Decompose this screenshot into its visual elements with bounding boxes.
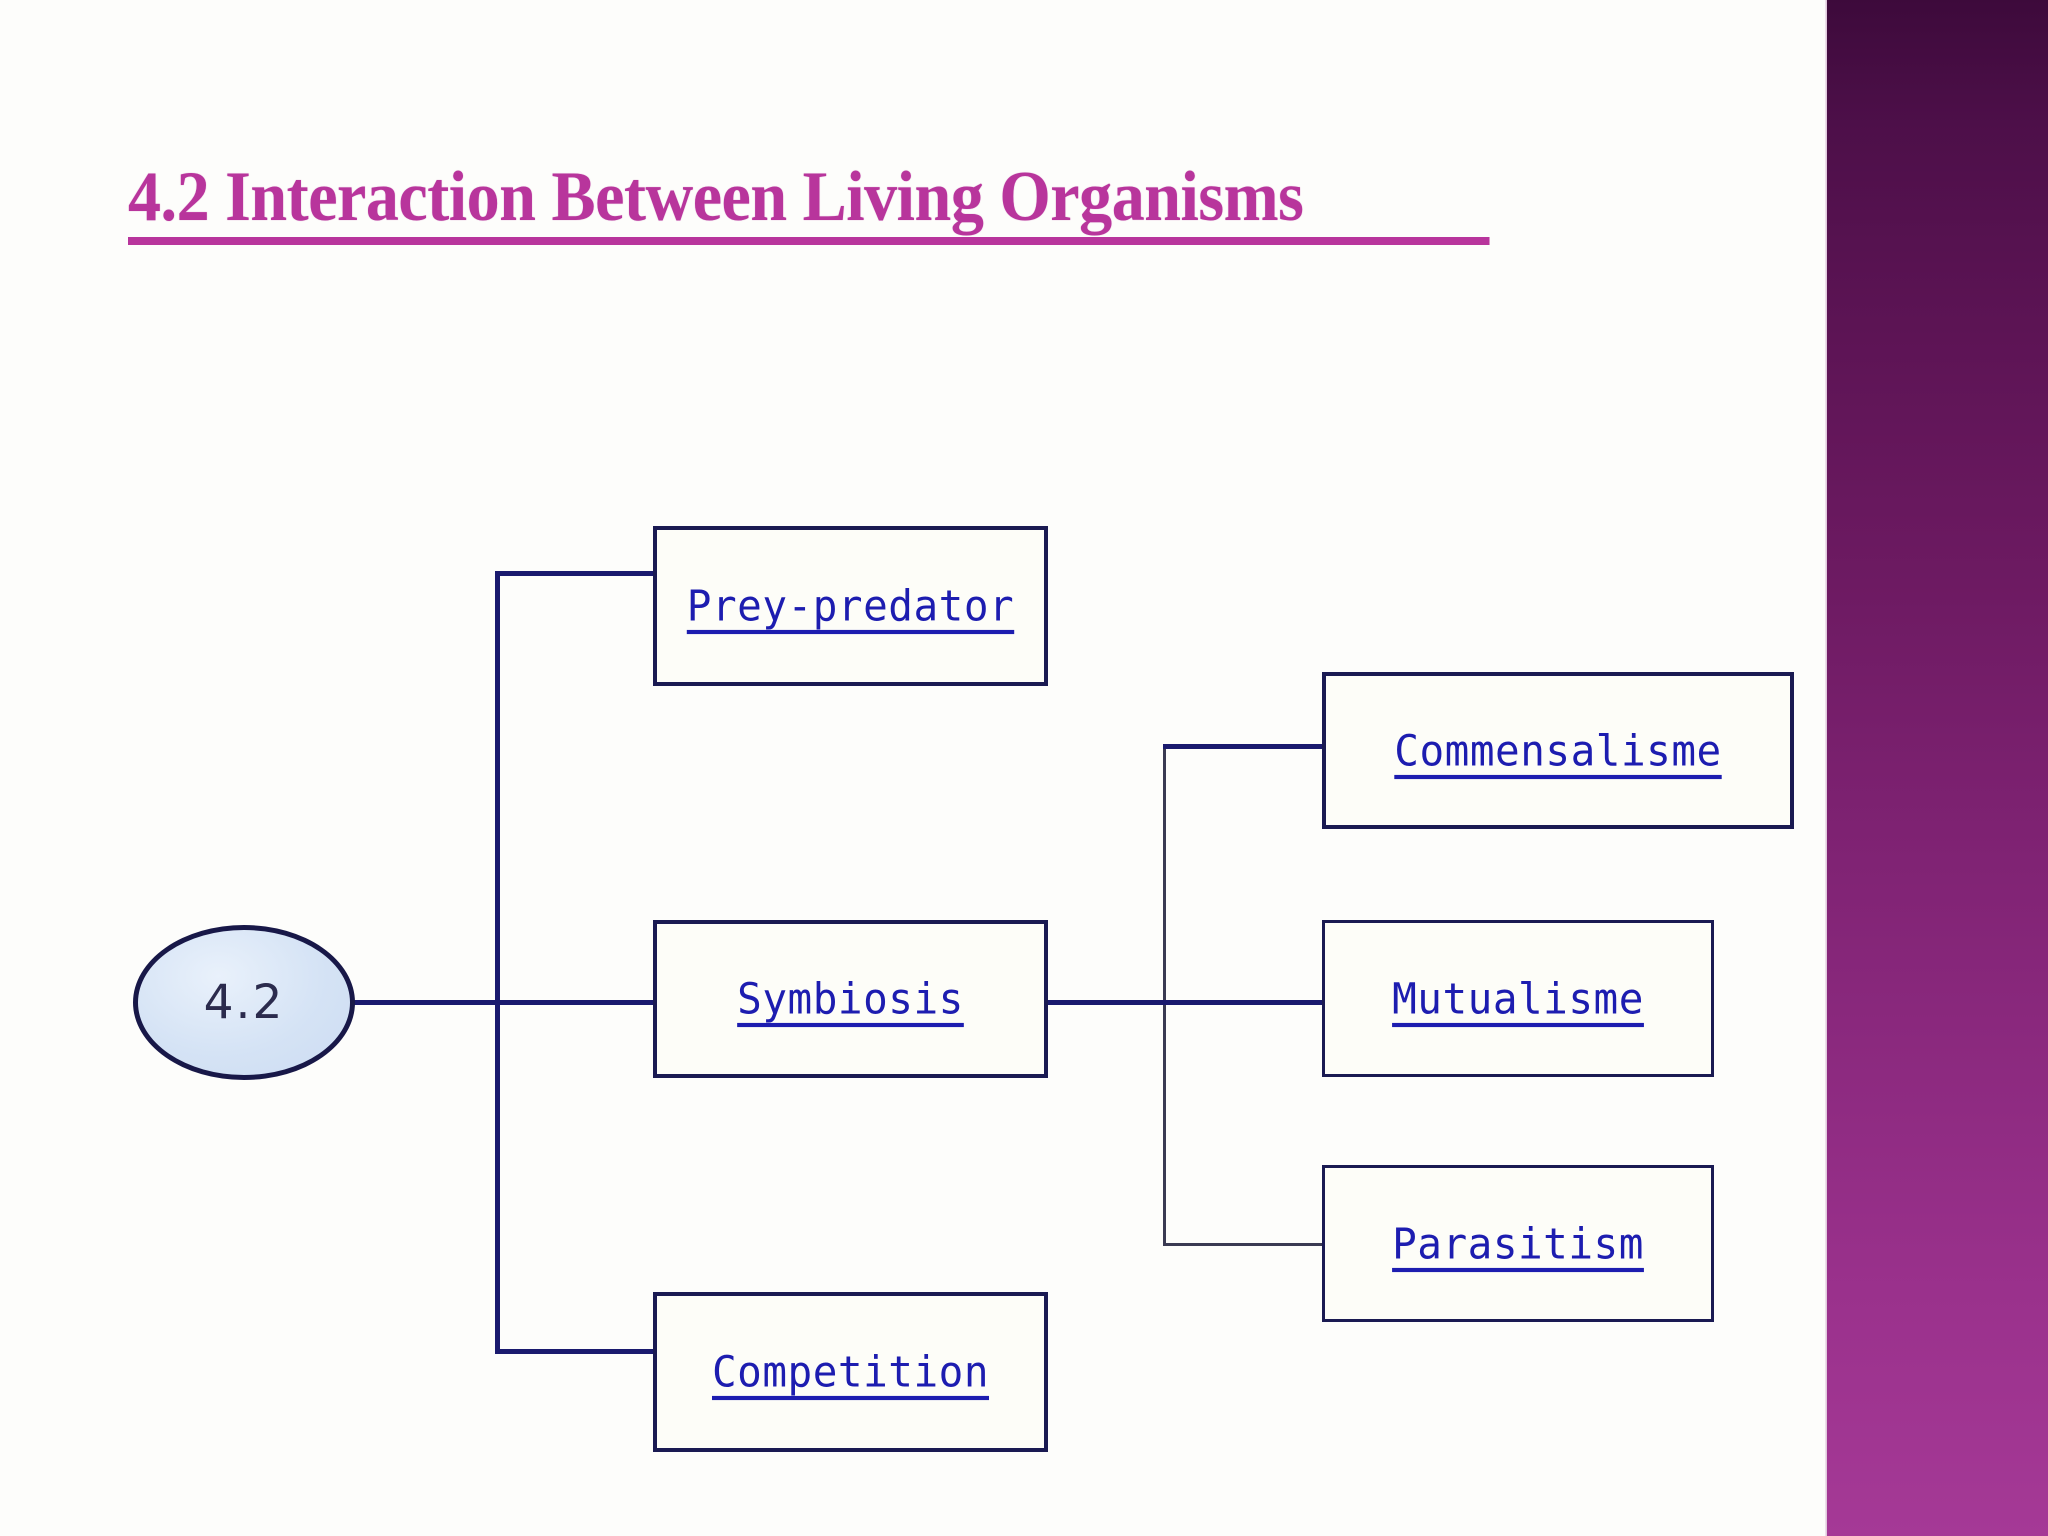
connector-trunk-to-competition xyxy=(495,1349,655,1354)
connector-left-trunk xyxy=(495,573,500,1353)
node-root-label: 4.2 xyxy=(203,975,285,1030)
node-competition[interactable]: Competition xyxy=(653,1292,1048,1452)
connector-right-trunk xyxy=(1163,745,1166,1245)
node-competition-label: Competition xyxy=(711,1347,990,1397)
page-title: 4.2 Interaction Between Living Organisms xyxy=(128,158,1304,236)
title-block: 4.2 Interaction Between Living Organisms xyxy=(128,158,1748,246)
node-prey-predator[interactable]: Prey-predator xyxy=(653,526,1048,686)
decorative-gradient-band xyxy=(1827,0,2048,1536)
node-prey-predator-label: Prey-predator xyxy=(686,581,1015,631)
node-commensalisme-label: Commensalisme xyxy=(1394,725,1722,776)
node-commensalisme[interactable]: Commensalisme xyxy=(1322,672,1794,829)
connector-right-trunk-to-commensalisme xyxy=(1163,744,1325,749)
node-mutualisme-label: Mutualisme xyxy=(1392,973,1644,1024)
node-symbiosis-label: Symbiosis xyxy=(737,974,964,1024)
connector-root-to-trunk xyxy=(352,1000,500,1005)
connector-trunk-to-symbiosis xyxy=(495,1000,655,1005)
node-parasitism[interactable]: Parasitism xyxy=(1322,1165,1714,1322)
connector-trunk-to-prey-predator xyxy=(495,571,655,576)
node-parasitism-label: Parasitism xyxy=(1392,1218,1644,1269)
interaction-tree-diagram: 4.2 Prey-predator Symbiosis Competition … xyxy=(133,526,1794,1452)
node-symbiosis[interactable]: Symbiosis xyxy=(653,920,1048,1078)
title-underline-rule xyxy=(128,237,1490,246)
connector-symbiosis-to-right-trunk xyxy=(1046,1000,1168,1005)
connector-right-trunk-to-mutualisme xyxy=(1163,1000,1325,1005)
connector-right-trunk-to-parasitism xyxy=(1163,1243,1325,1246)
node-root-4-2[interactable]: 4.2 xyxy=(133,925,355,1080)
node-mutualisme[interactable]: Mutualisme xyxy=(1322,920,1714,1077)
